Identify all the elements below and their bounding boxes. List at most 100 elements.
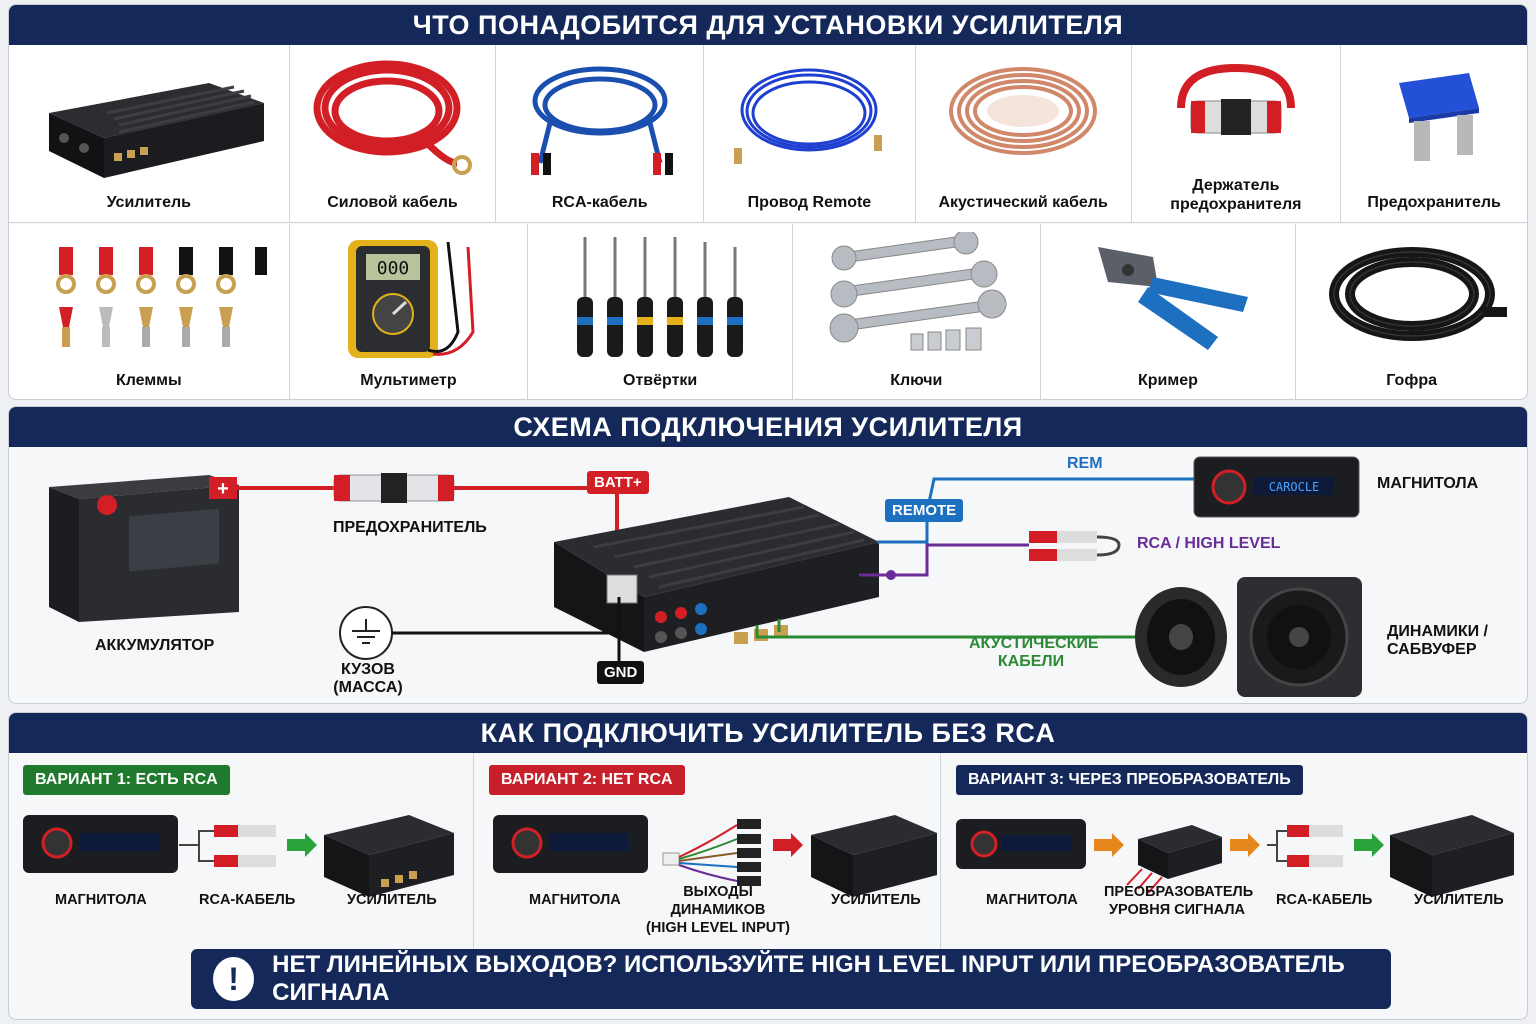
tools-row-2: Клеммы 000 Мультиметр bbox=[9, 224, 1527, 399]
tool-fuse-holder: Держатель предохранителя bbox=[1131, 45, 1342, 222]
tool-crimper: Кример bbox=[1040, 224, 1297, 399]
speaker-wires-icon bbox=[678, 824, 738, 882]
variant-1: ВАРИАНТ 1: ЕСТЬ RCA МАГНИТОЛА RCA-КАБЕ bbox=[9, 753, 474, 973]
speaker-cable-icon bbox=[949, 67, 1098, 155]
fuse-label: ПРЕДОХРАНИТЕЛЬ bbox=[333, 519, 487, 536]
tool-label: Ключи bbox=[890, 372, 943, 389]
wiring-diagram: + bbox=[49, 456, 1362, 697]
rca-plugs-icon bbox=[214, 825, 276, 867]
rem-label: REM bbox=[1067, 455, 1103, 472]
variant-1-diagram bbox=[23, 815, 454, 897]
head-unit-icon bbox=[493, 815, 648, 873]
rca-high-level-label: RCA / HIGH LEVEL bbox=[1137, 535, 1281, 552]
tool-label: RCA-кабель bbox=[551, 194, 648, 211]
variant-3: ВАРИАНТ 3: ЧЕРЕЗ ПРЕОБРАЗОВАТЕЛЬ bbox=[942, 753, 1527, 973]
power-cable-icon bbox=[313, 60, 473, 175]
exclamation-icon: ! bbox=[213, 957, 255, 1001]
subwoofer-icon bbox=[1237, 577, 1362, 697]
battery-label: АККУМУЛЯТОР bbox=[95, 637, 215, 654]
tool-screwdrivers: Отвёртки bbox=[528, 224, 793, 399]
warning-text: НЕТ ЛИНЕЙНЫХ ВЫХОДОВ? ИСПОЛЬЗУЙТЕ HIGH L… bbox=[272, 951, 1345, 1006]
tool-label: Мультиметр bbox=[360, 372, 457, 389]
battery-icon: + bbox=[49, 475, 239, 622]
arrow-right-icon bbox=[1230, 833, 1260, 857]
tools-section-title: ЧТО ПОНАДОБИТСЯ ДЛЯ УСТАНОВКИ УСИЛИТЕЛЯ bbox=[9, 5, 1527, 45]
amplifier-diagram-icon bbox=[554, 497, 879, 652]
tools-section: ЧТО ПОНАДОБИТСЯ ДЛЯ УСТАНОВКИ УСИЛИТЕЛЯ … bbox=[8, 4, 1528, 400]
wiring-section: СХЕМА ПОДКЛЮЧЕНИЯ УСИЛИТЕЛЯ + bbox=[8, 406, 1528, 704]
wrenches-icon bbox=[829, 232, 1007, 351]
v1-head-unit-label: МАГНИТОЛА bbox=[55, 892, 147, 908]
arrow-right-icon bbox=[773, 833, 803, 857]
speakers-label: ДИНАМИКИ /САБВУФЕР bbox=[1387, 623, 1488, 658]
v3-rca-label: RCA-КАБЕЛЬ bbox=[1276, 892, 1373, 908]
ground-label: КУЗОВ(МАССА) bbox=[333, 661, 403, 696]
tool-label: Гофра bbox=[1386, 372, 1437, 389]
tool-label: Отвёртки bbox=[623, 372, 698, 389]
ground-symbol-icon bbox=[339, 606, 393, 660]
head-unit-icon bbox=[23, 815, 178, 873]
speaker-icon bbox=[1135, 587, 1227, 687]
no-rca-section-title: КАК ПОДКЛЮЧИТЬ УСИЛИТЕЛЬ БЕЗ RCA bbox=[9, 713, 1527, 753]
fuse-holder-icon bbox=[1176, 63, 1295, 135]
v3-head-unit-label: МАГНИТОЛА bbox=[986, 892, 1078, 908]
tool-label: Кример bbox=[1138, 372, 1198, 389]
screwdrivers-icon bbox=[577, 237, 744, 357]
remote-wire-icon bbox=[734, 68, 883, 164]
rca-cable-icon bbox=[530, 66, 673, 175]
amplifier-icon bbox=[811, 815, 937, 897]
warning-banner: ! НЕТ ЛИНЕЙНЫХ ВЫХОДОВ? ИСПОЛЬЗУЙТЕ HIGH… bbox=[191, 949, 1391, 1009]
variant-2-diagram bbox=[493, 815, 937, 897]
arrow-right-icon bbox=[287, 833, 317, 857]
v2-head-unit-label: МАГНИТОЛА bbox=[529, 892, 621, 908]
tool-remote-wire: Провод Remote bbox=[704, 45, 916, 222]
tool-terminals: Клеммы bbox=[9, 224, 290, 399]
amplifier-icon bbox=[1390, 815, 1514, 897]
variant-2: ВАРИАНТ 2: НЕТ RCA МАГНИТОЛА ВЫ bbox=[475, 753, 941, 973]
v3-amp-label: УСИЛИТЕЛЬ bbox=[1414, 892, 1504, 908]
tool-label: Акустический кабель bbox=[938, 194, 1108, 211]
battery-plus-sign: + bbox=[217, 478, 229, 500]
amplifier-icon bbox=[48, 83, 264, 178]
amplifier-icon bbox=[324, 815, 454, 897]
tool-label: Клеммы bbox=[115, 372, 182, 389]
corrugated-tube-icon bbox=[1328, 247, 1507, 341]
v1-amp-label: УСИЛИТЕЛЬ bbox=[347, 892, 437, 908]
tool-amplifier: Усилитель bbox=[9, 45, 290, 222]
variant-2-tag: ВАРИАНТ 2: НЕТ RCA bbox=[489, 765, 685, 795]
tools-row-1: Усилитель Силовой кабель bbox=[9, 45, 1527, 223]
variant-3-diagram bbox=[956, 815, 1514, 897]
remote-tag: REMOTE bbox=[885, 499, 964, 522]
rca-plugs-icon bbox=[1029, 531, 1121, 561]
tool-label: Предохранитель bbox=[1367, 194, 1501, 211]
tool-label: Провод Remote bbox=[747, 194, 872, 211]
terminals-icon bbox=[55, 247, 267, 347]
tool-label: Держатель предохранителя bbox=[1170, 177, 1302, 213]
crimper-icon bbox=[1097, 247, 1248, 350]
wiring-section-title: СХЕМА ПОДКЛЮЧЕНИЯ УСИЛИТЕЛЯ bbox=[9, 407, 1527, 447]
head-unit-label: МАГНИТОЛА bbox=[1377, 475, 1479, 492]
tool-fuse: Предохранитель bbox=[1341, 45, 1527, 222]
arrow-right-icon bbox=[1094, 833, 1124, 857]
gnd-tag: GND bbox=[597, 661, 645, 684]
v2-speaker-outputs-label: ВЫХОДЫ ДИНАМИКОВ(HIGH LEVEL INPUT) bbox=[646, 884, 790, 936]
signal-converter-icon bbox=[1126, 825, 1222, 894]
svg-text:000: 000 bbox=[377, 258, 410, 279]
v2-amp-label: УСИЛИТЕЛЬ bbox=[831, 892, 921, 908]
tool-rca-cable: RCA-кабель bbox=[496, 45, 705, 222]
tool-power-cable: Силовой кабель bbox=[289, 45, 497, 222]
tool-multimeter: 000 Мультиметр bbox=[289, 224, 529, 399]
multimeter-icon: 000 bbox=[348, 240, 475, 358]
tool-label: Усилитель bbox=[106, 194, 192, 211]
tool-corrugated-tube: Гофра bbox=[1296, 224, 1527, 399]
tool-label: Силовой кабель bbox=[327, 194, 458, 211]
head-unit-display: CAROCLE bbox=[1269, 480, 1320, 494]
tool-speaker-cable: Акустический кабель bbox=[915, 45, 1132, 222]
head-unit-icon: CAROCLE bbox=[1193, 456, 1360, 518]
rca-plugs-icon bbox=[1267, 825, 1343, 867]
inline-fuse-icon bbox=[333, 473, 455, 503]
fuse-icon bbox=[1399, 73, 1480, 161]
no-rca-section: КАК ПОДКЛЮЧИТЬ УСИЛИТЕЛЬ БЕЗ RCA ВАРИАНТ… bbox=[8, 712, 1528, 1020]
